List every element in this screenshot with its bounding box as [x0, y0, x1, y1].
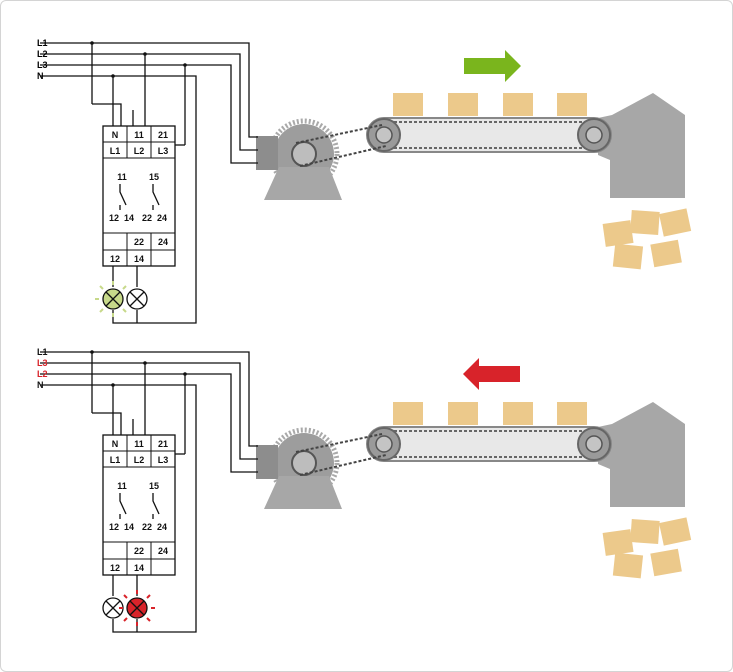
contact-14: 14 [124, 522, 134, 532]
term-11: 11 [134, 439, 144, 449]
contact-15: 15 [149, 172, 159, 182]
lamp-left-off-icon [102, 597, 124, 619]
line-label-n: N [37, 71, 44, 81]
term-14: 14 [134, 563, 144, 573]
term-21: 21 [158, 439, 168, 449]
contact-22: 22 [142, 213, 152, 223]
term-l2: L2 [134, 146, 145, 156]
contact-22: 22 [142, 522, 152, 532]
lamp-right-off-icon [126, 288, 148, 310]
line-label-3: L2 [37, 369, 48, 379]
term-l3: L3 [158, 146, 169, 156]
term-n: N [112, 130, 119, 140]
term-l1: L1 [110, 146, 121, 156]
term-12: 12 [110, 254, 120, 264]
contact-12: 12 [109, 213, 119, 223]
term-24: 24 [158, 546, 168, 556]
contact-24: 24 [157, 522, 167, 532]
term-14: 14 [134, 254, 144, 264]
lamp-right-on-icon [119, 590, 155, 626]
contact-12: 12 [109, 522, 119, 532]
forward-arrow [464, 50, 521, 82]
contact-24: 24 [157, 213, 167, 223]
contact-11: 11 [117, 172, 127, 182]
panel-reverse: L1 L3 L2 N N 11 21 L1 L2 L3 11 15 12 14 … [37, 347, 691, 632]
contact-11: 11 [117, 481, 127, 491]
line-label-1: L1 [37, 347, 48, 357]
term-12: 12 [110, 563, 120, 573]
term-24: 24 [158, 237, 168, 247]
contact-14: 14 [124, 213, 134, 223]
term-l3: L3 [158, 455, 169, 465]
term-n: N [112, 439, 119, 449]
term-22: 22 [134, 546, 144, 556]
reverse-arrow [463, 358, 520, 390]
line-label-2: L2 [37, 49, 48, 59]
term-22: 22 [134, 237, 144, 247]
panel-forward: L1 L2 L3 N N 11 21 L1 L2 L3 11 15 12 14 … [37, 38, 691, 323]
contact-15: 15 [149, 481, 159, 491]
lamp-left-on-icon [95, 281, 131, 317]
term-l1: L1 [110, 455, 121, 465]
term-11: 11 [134, 130, 144, 140]
line-label-2: L3 [37, 358, 48, 368]
line-label-n: N [37, 380, 44, 390]
term-l2: L2 [134, 455, 145, 465]
line-label-3: L3 [37, 60, 48, 70]
term-21: 21 [158, 130, 168, 140]
line-label-1: L1 [37, 38, 48, 48]
